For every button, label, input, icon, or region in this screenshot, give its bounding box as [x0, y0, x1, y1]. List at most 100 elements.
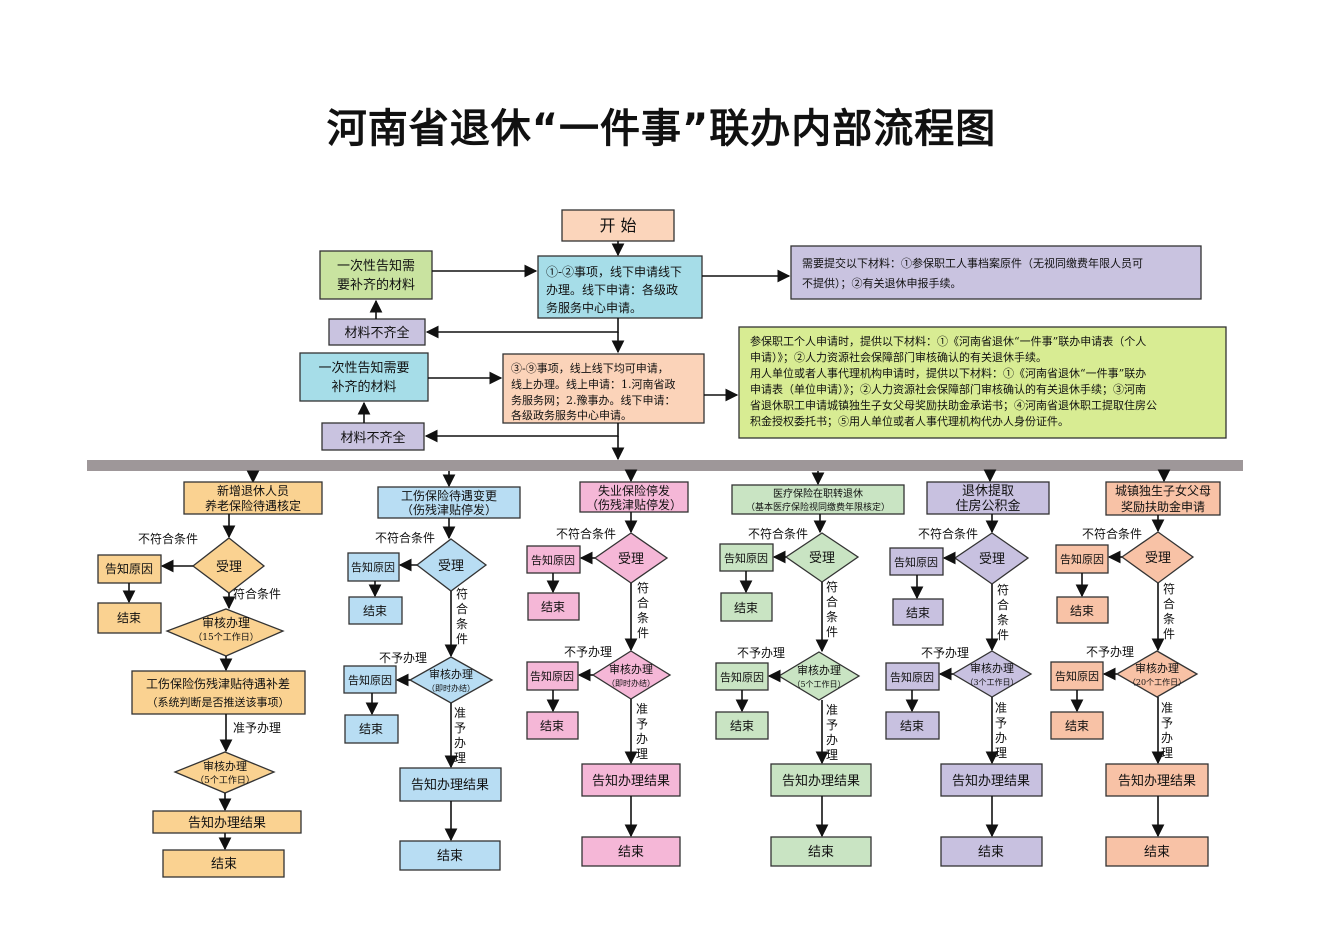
svg-text:结束: 结束	[1070, 604, 1094, 618]
svg-text:告知原因: 告知原因	[348, 673, 392, 687]
svg-text:结束: 结束	[1144, 845, 1170, 860]
svg-text:符合条件: 符合条件	[997, 582, 1009, 642]
svg-text:积金授权委托书；⑤用人单位或者人事代理机构代办人身份证件。: 积金授权委托书；⑤用人单位或者人事代理机构代办人身份证件。	[750, 414, 1069, 428]
svg-text:参保职工个人申请时，提供以下材料：①《河南省退休“一件事”联: 参保职工个人申请时，提供以下材料：①《河南省退休“一件事”联办申请表（个人	[750, 334, 1146, 348]
svg-text:符合条件: 符合条件	[637, 580, 649, 640]
svg-text:告知原因: 告知原因	[531, 553, 575, 567]
divider-bar	[87, 460, 1243, 471]
col1-end-a	[97, 602, 162, 634]
svg-text:城镇独生子女父母: 城镇独生子女父母	[1115, 483, 1211, 498]
col5-notify-reason-2	[885, 662, 940, 691]
col2-notify-reason-2	[343, 665, 397, 694]
col4-notify-reason	[719, 543, 774, 572]
svg-text:不符合条件: 不符合条件	[918, 526, 978, 541]
svg-text:告知办理结果: 告知办理结果	[188, 815, 266, 831]
svg-text:告知原因: 告知原因	[720, 670, 764, 684]
svg-text:（20个工作日）: （20个工作日）	[1128, 677, 1186, 687]
col6-notify-reason	[1055, 544, 1109, 574]
col5-end-c	[885, 711, 940, 740]
svg-text:要补齐的材料: 要补齐的材料	[337, 277, 415, 293]
col4-end-a	[720, 592, 773, 622]
svg-text:养老保险待遇核定: 养老保险待遇核定	[205, 498, 301, 513]
col3-end-b	[581, 836, 681, 867]
svg-text:告知办理结果: 告知办理结果	[411, 777, 489, 793]
col2-end-c	[344, 714, 399, 744]
svg-text:审核办理: 审核办理	[797, 663, 841, 677]
svg-text:（5个工作日）: （5个工作日）	[792, 679, 845, 689]
svg-text:各级政务服务中心申请。: 各级政务服务中心申请。	[511, 408, 632, 422]
svg-text:一次性告知需: 一次性告知需	[337, 258, 415, 274]
col5-end-b	[940, 836, 1043, 867]
svg-text:医疗保险在职转退休: 医疗保险在职转退休	[773, 487, 863, 500]
incomplete-box-2	[321, 422, 425, 451]
svg-text:退休提取: 退休提取	[962, 483, 1014, 499]
notice-box-1	[319, 250, 433, 300]
col2-title-box	[377, 486, 521, 519]
svg-text:结束: 结束	[359, 722, 383, 736]
svg-text:不符合条件: 不符合条件	[556, 526, 616, 541]
col4-end-c	[715, 711, 769, 740]
svg-text:告知原因: 告知原因	[890, 670, 934, 684]
column-injury: 工伤保险待遇变更 （伤残津贴停发） 不符合条件 受理 告知原因 结束 符合条件 …	[343, 471, 521, 871]
svg-text:受理: 受理	[979, 552, 1005, 567]
svg-text:材料不齐全: 材料不齐全	[344, 325, 409, 341]
svg-text:不予办理: 不予办理	[564, 644, 612, 659]
svg-text:告知办理结果: 告知办理结果	[782, 773, 860, 789]
col4-review-diamond	[777, 651, 861, 701]
svg-text:新增退休人员: 新增退休人员	[217, 483, 289, 498]
svg-text:告知原因: 告知原因	[105, 562, 153, 576]
notice-box-2	[299, 352, 429, 402]
svg-text:准予办理: 准予办理	[995, 701, 1007, 760]
svg-text:不予办理: 不予办理	[921, 645, 969, 660]
svg-text:（即时办结）: （即时办结）	[427, 683, 475, 693]
svg-text:告知办理结果: 告知办理结果	[952, 773, 1030, 789]
svg-text:结束: 结束	[541, 600, 565, 614]
svg-text:结束: 结束	[906, 606, 930, 620]
svg-text:（即时办结）: （即时办结）	[607, 678, 655, 688]
col5-end-a	[892, 598, 944, 626]
svg-text:工伤保险伤残津贴待遇补差: 工伤保险伤残津贴待遇补差	[146, 676, 290, 691]
svg-text:符合条件: 符合条件	[1163, 581, 1175, 641]
svg-text:告知原因: 告知原因	[1055, 669, 1099, 683]
arrow-offline-incomplete	[425, 318, 619, 339]
svg-text:需要提交以下材料：①参保职工人事档案原件（无视同缴费年限人员: 需要提交以下材料：①参保职工人事档案原件（无视同缴费年限人员可	[802, 256, 1143, 270]
svg-text:失业保险停发: 失业保险停发	[598, 483, 670, 498]
col3-notify-result	[581, 763, 681, 797]
col6-end-b	[1105, 836, 1209, 867]
col3-end-a	[527, 592, 580, 621]
col1-notify-result	[152, 810, 302, 834]
incomplete-box-1	[328, 318, 426, 346]
svg-text:审核办理: 审核办理	[429, 667, 473, 681]
svg-text:符合条件: 符合条件	[826, 579, 838, 639]
col6-notify-result	[1105, 763, 1209, 797]
col4-title-box	[731, 484, 905, 515]
svg-text:不符合条件: 不符合条件	[138, 531, 198, 546]
svg-text:奖励扶助金申请: 奖励扶助金申请	[1121, 499, 1205, 514]
svg-text:不提供）；②有关退休申报手续。: 不提供）；②有关退休申报手续。	[802, 276, 962, 290]
column-housing-fund: 退休提取 住房公积金 不符合条件 受理 告知原因 结束 符合条件 不予办理 审核…	[885, 469, 1050, 867]
svg-text:受理: 受理	[618, 552, 644, 567]
col2-end-a	[348, 596, 403, 625]
svg-text:审核办理: 审核办理	[202, 615, 250, 630]
svg-text:省退休职工申请城镇独生子女父母奖励扶助金承诺书；④河南省退休: 省退休职工申请城镇独生子女父母奖励扶助金承诺书；④河南省退休职工提取住房公	[750, 398, 1157, 412]
materials-box-1	[790, 245, 1202, 300]
svg-text:准予办理: 准予办理	[826, 703, 838, 762]
col6-notify-reason-2	[1050, 661, 1104, 691]
svg-text:结束: 结束	[1065, 719, 1089, 733]
svg-text:结束: 结束	[900, 719, 924, 733]
svg-text:不符合条件: 不符合条件	[748, 526, 808, 541]
svg-text:告知原因: 告知原因	[1060, 552, 1104, 566]
column-pension: 新增退休人员 养老保险待遇核定 不符合条件 受理 告知原因 结束 符合条件 审核…	[97, 470, 323, 878]
svg-text:受理: 受理	[809, 551, 835, 566]
column-medical: 医疗保险在职转退休 （基本医疗保险视同缴费年限核定） 不符合条件 受理 告知原因…	[715, 471, 905, 867]
svg-text:结束: 结束	[618, 845, 644, 860]
arrow-online-incomplete	[424, 423, 619, 443]
svg-text:申请表（单位申请）》；②人力资源社会保障部门审核确认的有关退: 申请表（单位申请）》；②人力资源社会保障部门审核确认的有关退休手续；③河南	[750, 382, 1146, 396]
svg-text:不予办理: 不予办理	[737, 645, 785, 660]
col2-notify-reason	[347, 552, 400, 582]
svg-text:材料不齐全: 材料不齐全	[340, 430, 405, 446]
svg-text:审核办理: 审核办理	[1135, 661, 1179, 675]
col5-notify-result	[940, 763, 1043, 797]
svg-text:结束: 结束	[808, 845, 834, 860]
svg-text:不予办理: 不予办理	[379, 650, 427, 665]
